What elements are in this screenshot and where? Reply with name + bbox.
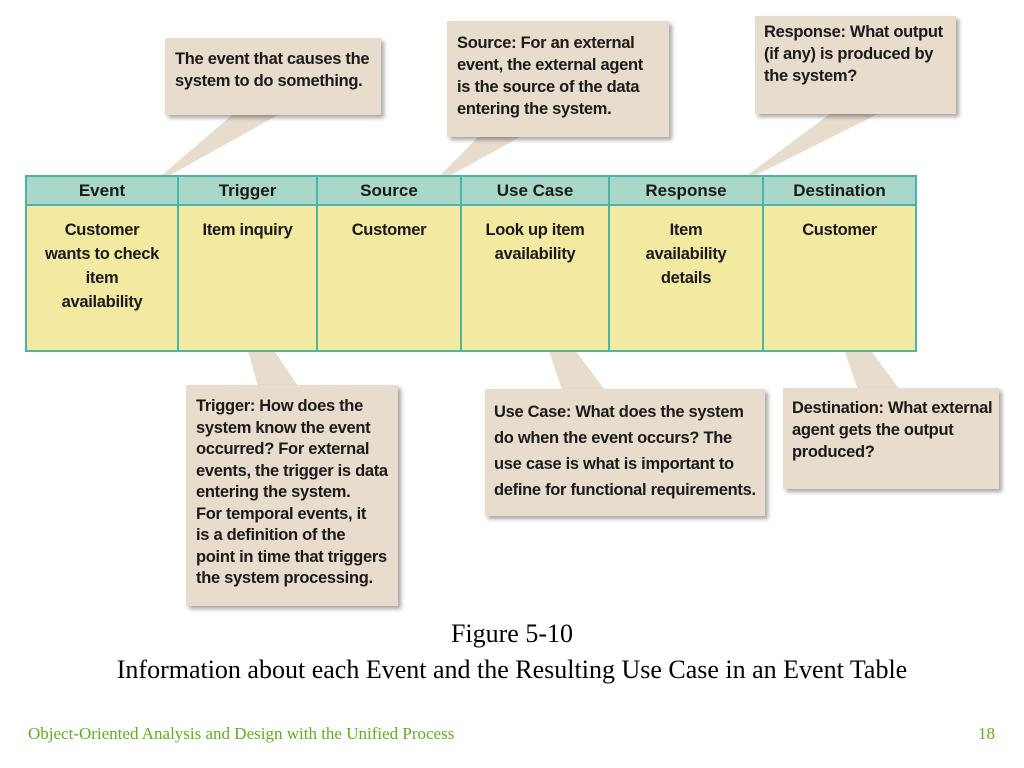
response-callout: Response: What output (if any) is produc…	[755, 16, 956, 114]
header-trigger: Trigger	[177, 175, 318, 206]
source-callout: Source: For an external event, the exter…	[447, 21, 669, 137]
footer-page-number: 18	[978, 724, 995, 743]
header-destination: Destination	[762, 175, 917, 206]
event-table-header-row: Event Trigger Source Use Case Response D…	[25, 175, 917, 206]
cell-event: Customer wants to check item availabilit…	[25, 204, 179, 352]
cell-response: Item availability details	[608, 204, 764, 352]
use-case-callout: Use Case: What does the system do when t…	[485, 389, 765, 516]
cell-destination: Customer	[762, 204, 917, 352]
footer-course-title: Object-Oriented Analysis and Design with…	[28, 724, 455, 743]
cell-trigger: Item inquiry	[177, 204, 318, 352]
response-callout-pointer	[730, 114, 878, 188]
figure-number: Figure 5-10	[450, 619, 574, 648]
event-callout-pointer	[147, 115, 278, 188]
event-table-row: Customer wants to check item availabilit…	[25, 204, 917, 352]
event-table: Event Trigger Source Use Case Response D…	[25, 175, 917, 352]
figure-caption: Information about each Event and the Res…	[116, 655, 908, 684]
header-event: Event	[25, 175, 179, 206]
destination-callout: Destination: What external agent gets th…	[783, 388, 999, 489]
header-response: Response	[608, 175, 764, 206]
trigger-callout: Trigger: How does the system know the ev…	[186, 385, 398, 606]
header-use-case: Use Case	[460, 175, 610, 206]
cell-use-case: Look up item availability	[460, 204, 610, 352]
event-callout: The event that causes the system to do s…	[165, 38, 381, 115]
header-source: Source	[316, 175, 462, 206]
cell-source: Customer	[316, 204, 462, 352]
